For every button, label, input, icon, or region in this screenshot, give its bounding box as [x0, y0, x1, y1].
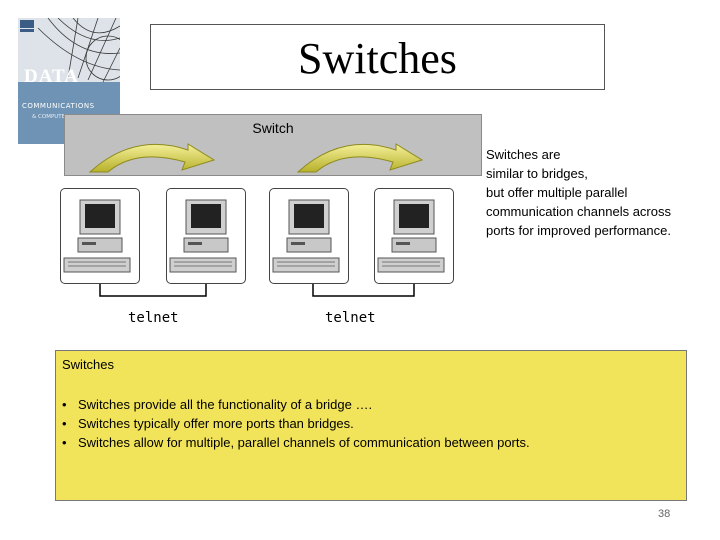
notes-panel: Switches Switches provide all the functi…: [55, 350, 687, 501]
telnet-label-2: telnet: [325, 310, 376, 326]
telnet-label-1: telnet: [128, 310, 179, 326]
telnet-connection-line-2: [312, 284, 415, 297]
description-line: communication channels across: [486, 204, 671, 219]
bullet-text: Switches typically offer more ports than…: [78, 416, 354, 431]
computer-icon: [63, 199, 131, 273]
bullet-text: Switches provide all the functionality o…: [78, 397, 373, 412]
page-number: 38: [658, 508, 671, 520]
computer-icon: [272, 199, 340, 273]
description-line: similar to bridges,: [486, 166, 588, 181]
curved-arrow-right-icon: [296, 143, 424, 173]
switch-description: Switches are similar to bridges, but off…: [486, 145, 712, 240]
slide-title-box: Switches: [150, 24, 605, 90]
switch-bar: Switch: [64, 114, 482, 176]
bullet-item: Switches provide all the functionality o…: [62, 395, 530, 414]
bullet-item: Switches allow for multiple, parallel ch…: [62, 433, 530, 452]
bullet-item: Switches typically offer more ports than…: [62, 414, 530, 433]
computer-icon: [169, 199, 237, 273]
globe-graphic: [20, 18, 120, 83]
book-title-word: DATA: [24, 66, 80, 87]
description-line: Switches are: [486, 147, 561, 162]
switch-arrows: [88, 143, 424, 173]
computer-icon: [377, 199, 445, 273]
description-line: ports for improved performance.: [486, 223, 671, 238]
book-cover-image: DATA COMMUNICATIONS & COMPUTER NETWORKS: [18, 18, 120, 144]
description-line: but offer multiple parallel: [486, 185, 628, 200]
slide-title: Switches: [298, 34, 457, 83]
telnet-connection-line-1: [99, 284, 207, 297]
curved-arrow-left-icon: [88, 143, 216, 173]
notes-bullet-list: Switches provide all the functionality o…: [62, 395, 530, 452]
switch-label: Switch: [252, 120, 294, 136]
notes-panel-title: Switches: [62, 357, 115, 372]
book-subtitle-1: COMMUNICATIONS: [22, 102, 95, 110]
bullet-text: Switches allow for multiple, parallel ch…: [78, 435, 530, 450]
